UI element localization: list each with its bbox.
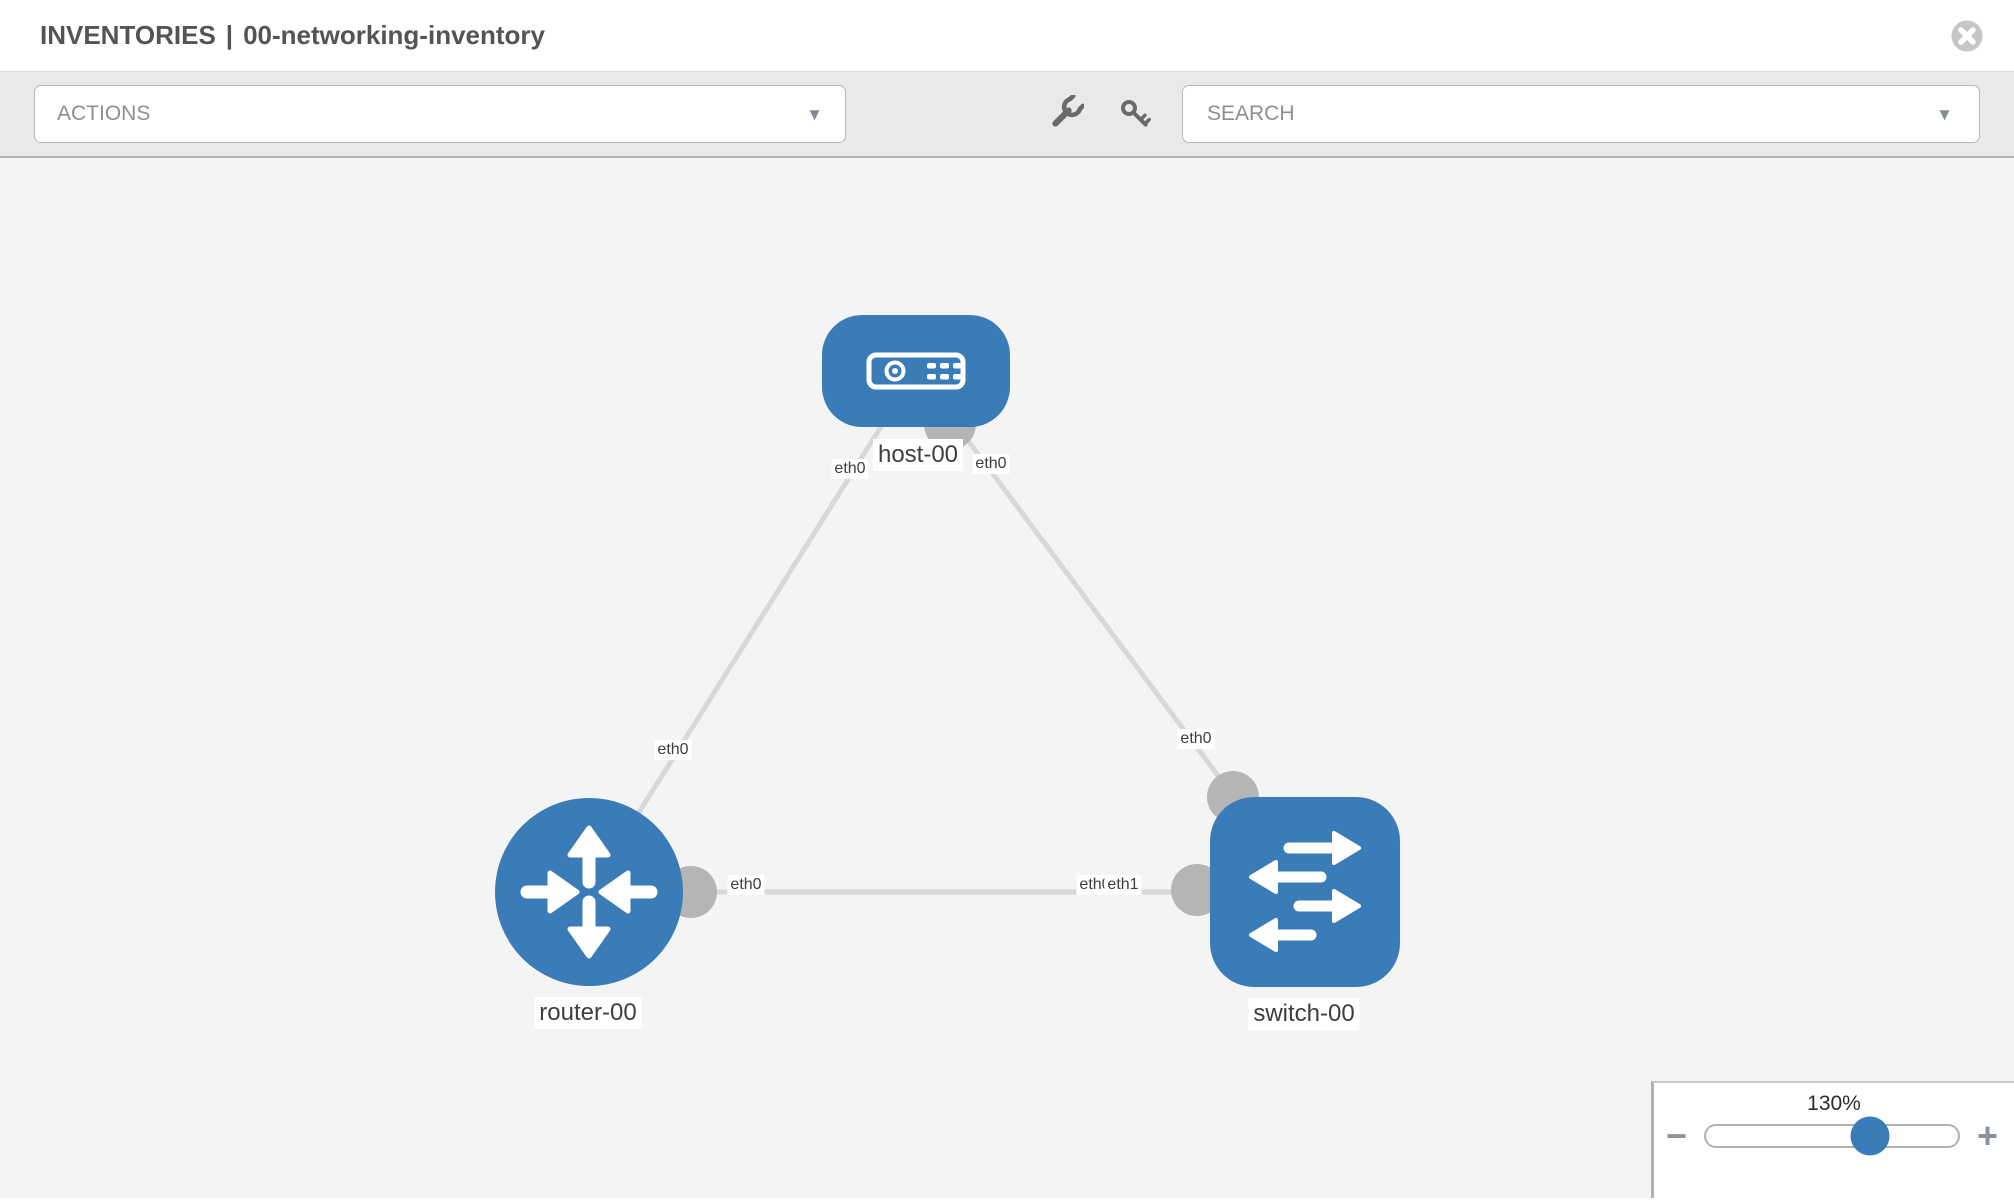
search-combobox[interactable]: ▼ bbox=[1182, 85, 1980, 143]
host-server-icon bbox=[866, 352, 966, 390]
node-label-host: host-00 bbox=[872, 439, 964, 471]
router-arrows-icon bbox=[520, 825, 658, 959]
zoom-out-button[interactable]: − bbox=[1666, 1115, 1688, 1156]
topology-canvas[interactable] bbox=[0, 158, 2014, 1198]
iface-label: eth0 bbox=[727, 875, 765, 895]
key-icon[interactable] bbox=[1116, 95, 1154, 133]
toolbar-icons bbox=[1046, 95, 1154, 133]
iface-label: eth0 bbox=[654, 740, 692, 760]
chevron-down-icon: ▼ bbox=[1936, 104, 1953, 124]
page-header: INVENTORIES | 00-networking-inventory bbox=[0, 0, 2014, 72]
zoom-panel: 130% − + bbox=[1651, 1081, 2014, 1198]
switch-arrows-icon bbox=[1249, 831, 1361, 952]
link-host-router[interactable] bbox=[586, 369, 919, 894]
zoom-in-button[interactable]: + bbox=[1976, 1115, 1998, 1156]
actions-dropdown-label: ACTIONS bbox=[57, 102, 151, 125]
zoom-slider-thumb[interactable] bbox=[1850, 1116, 1890, 1156]
iface-label: eth0 bbox=[1076, 875, 1114, 895]
topology-viewport: eth0 eth0 eth0 eth0 eth0 eth0 eth1 host-… bbox=[0, 158, 2014, 1198]
chevron-down-icon: ▼ bbox=[806, 104, 823, 124]
zoom-level: 130% bbox=[1807, 1092, 1861, 1115]
toolbar: ACTIONS ▼ ▼ bbox=[0, 72, 2014, 158]
page-title: INVENTORIES | 00-networking-inventory bbox=[40, 20, 545, 51]
zoom-slider-track[interactable] bbox=[1704, 1116, 1960, 1156]
node-label-switch: switch-00 bbox=[1248, 998, 1360, 1030]
iface-label: eth0 bbox=[1177, 729, 1215, 749]
iface-label: eth1 bbox=[1104, 875, 1142, 895]
search-input[interactable] bbox=[1205, 101, 1937, 127]
iface-label: eth0 bbox=[972, 454, 1010, 474]
node-label-router: router-00 bbox=[534, 997, 642, 1029]
node-host-00[interactable] bbox=[822, 315, 1010, 427]
wrench-icon[interactable] bbox=[1046, 95, 1084, 133]
breadcrumb-section: INVENTORIES bbox=[40, 20, 216, 50]
zoom-row: − + bbox=[1654, 1115, 2014, 1156]
node-switch-00[interactable] bbox=[1210, 797, 1400, 987]
actions-dropdown[interactable]: ACTIONS ▼ bbox=[34, 85, 846, 143]
iface-label: eth0 bbox=[831, 459, 869, 479]
close-icon[interactable] bbox=[1950, 19, 1984, 53]
breadcrumb-separator: | bbox=[225, 20, 234, 50]
inventory-name: 00-networking-inventory bbox=[243, 20, 545, 50]
node-router-00[interactable] bbox=[495, 798, 683, 986]
